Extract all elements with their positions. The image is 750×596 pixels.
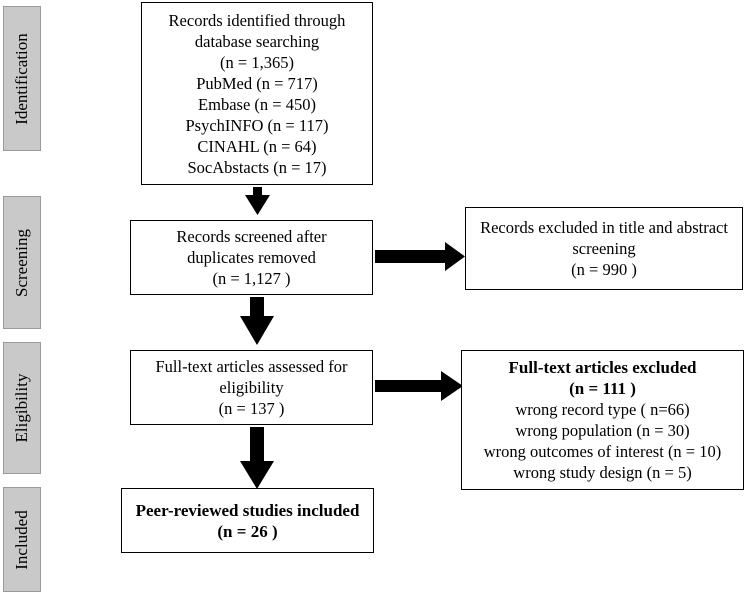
- excluded-screening-line2: screening: [572, 239, 636, 258]
- source-pubmed: PubMed (n = 717): [196, 73, 318, 93]
- source-psychinfo: PsychINFO (n = 117): [185, 115, 329, 135]
- exclusion-reason-record-type: wrong record type ( n=66): [515, 400, 690, 419]
- source-cinahl: CINAHL (n = 64): [197, 136, 317, 156]
- included-count: (n = 26 ): [217, 521, 278, 541]
- included-title: Peer-reviewed studies included: [135, 500, 360, 520]
- arrow-fulltext-to-excluded: [375, 371, 463, 401]
- screened-line2: duplicates removed: [187, 248, 316, 267]
- identified-line2: database searching: [194, 31, 320, 51]
- excluded-screening-line1: Records excluded in title and abstract: [480, 218, 728, 237]
- box-records-screened: Records screened after duplicates remove…: [130, 220, 373, 295]
- stage-identification: Identification: [3, 6, 41, 151]
- box-studies-included: Peer-reviewed studies included (n = 26 ): [121, 488, 374, 553]
- excluded-fulltext-count: (n = 111 ): [569, 379, 636, 398]
- exclusion-reason-study-design: wrong study design (n = 5): [513, 463, 692, 482]
- exclusion-reason-population: wrong population (n = 30): [515, 421, 690, 440]
- arrow-screened-to-fulltext: [240, 297, 274, 345]
- excluded-screening-line3: (n = 990 ): [571, 260, 637, 279]
- arrow-identified-to-screened: [245, 187, 270, 215]
- box-records-identified: Records identified through database sear…: [141, 2, 373, 185]
- source-socabstracts: SocAbstacts (n = 17): [187, 157, 327, 177]
- arrow-fulltext-to-included: [240, 427, 274, 489]
- screened-line1: Records screened after: [176, 227, 327, 246]
- source-embase: Embase (n = 450): [198, 94, 316, 114]
- fulltext-line3: (n = 137 ): [218, 399, 285, 418]
- identified-line3: (n = 1,365): [220, 52, 294, 72]
- screened-line3: (n = 1,127 ): [212, 269, 291, 288]
- arrow-screened-to-excluded: [375, 242, 465, 271]
- identified-line1: Records identified through: [168, 10, 346, 30]
- fulltext-line2: eligibility: [219, 378, 284, 397]
- box-fulltext-excluded: Full-text articles excluded (n = 111 ) w…: [461, 350, 744, 490]
- fulltext-line1: Full-text articles assessed for: [155, 357, 348, 376]
- box-fulltext-assessed: Full-text articles assessed for eligibil…: [130, 350, 373, 425]
- exclusion-reason-outcomes: wrong outcomes of interest (n = 10): [483, 442, 722, 461]
- stage-screening: Screening: [3, 196, 41, 329]
- box-excluded-screening: Records excluded in title and abstract s…: [465, 207, 743, 290]
- stage-included: Included: [3, 487, 41, 592]
- stage-eligibility: Eligibility: [3, 342, 41, 474]
- excluded-fulltext-title: Full-text articles excluded: [508, 358, 697, 377]
